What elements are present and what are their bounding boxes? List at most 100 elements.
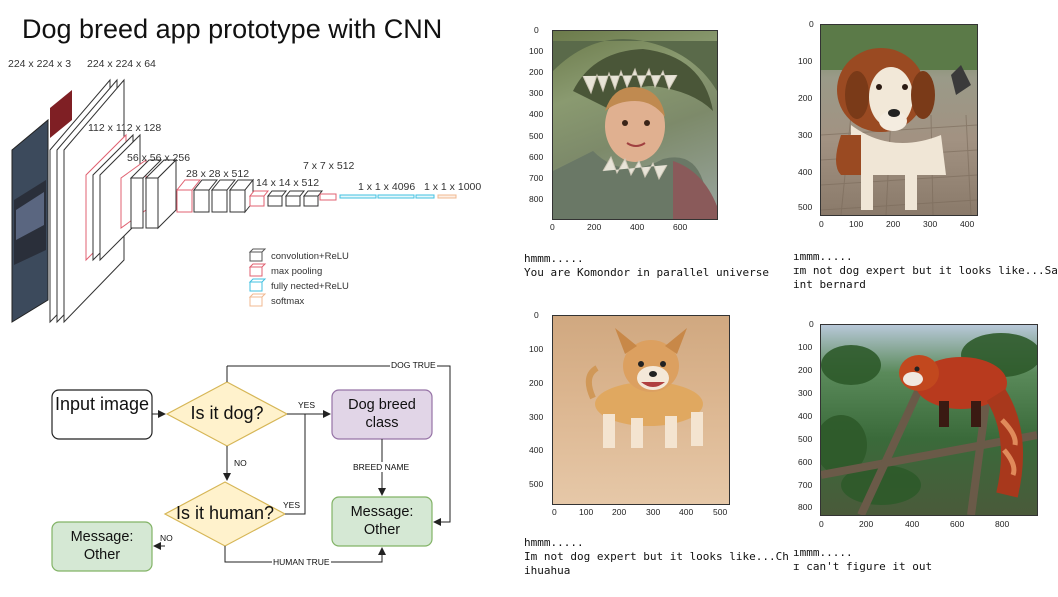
y-tick: 200 — [529, 67, 544, 77]
y-tick: 500 — [529, 131, 544, 141]
message-other-left-label: Message: Other — [70, 529, 134, 563]
y-tick: 200 — [529, 378, 544, 388]
y-tick: 600 — [529, 152, 544, 162]
cnn-layers-graphic — [11, 78, 457, 324]
dim-label-fc: 1 x 1 x 4096 — [358, 181, 416, 193]
y-tick: 500 — [529, 479, 544, 489]
x-tick: 500 — [713, 507, 728, 517]
y-tick: 300 — [529, 412, 544, 422]
x-tick: 300 — [646, 507, 661, 517]
x-tick: 0 — [550, 222, 555, 232]
y-tick: 0 — [534, 310, 539, 320]
x-tick: 400 — [960, 219, 975, 229]
x-tick: 600 — [673, 222, 688, 232]
result-panel-3: 0 100 200 300 400 500 0 100 200 300 400 … — [520, 307, 789, 587]
x-tick: 800 — [995, 519, 1010, 529]
message-other-right-box — [331, 496, 433, 547]
y-tick: 700 — [529, 173, 544, 183]
y-tick: 600 — [798, 457, 813, 467]
dim-label-input: 224 x 224 x 3 — [8, 58, 72, 70]
dim-label-conv5: 14 x 14 x 512 — [256, 177, 320, 189]
no-label-1: NO — [234, 458, 247, 468]
legend-fully-connected: fully nected+ReLU — [271, 281, 349, 292]
result-text-line: int bernard — [793, 278, 866, 291]
x-tick: 100 — [849, 219, 864, 229]
x-tick: 400 — [905, 519, 920, 529]
x-tick: 0 — [552, 507, 557, 517]
result-text-line: ɪm not dog expert but it looks like...Sa — [793, 264, 1058, 277]
input-image-label: Input image — [54, 394, 150, 414]
result-panel-4: 0 100 200 300 400 500 600 700 800 0 200 … — [793, 318, 1058, 588]
result-text-line: ɪ can't figure it out — [793, 560, 933, 573]
flowchart: Input image Is it dog? Dog breed class I… — [0, 350, 500, 590]
saint-bernard-image — [820, 24, 978, 216]
legend-convolution: convolution+ReLU — [271, 251, 349, 262]
dim-label-conv2: 112 x 112 x 128 — [88, 122, 162, 134]
y-tick: 400 — [798, 167, 813, 177]
no-label-2: NO — [160, 533, 173, 543]
y-tick: 500 — [798, 202, 813, 212]
result-panel-1: 0 100 200 300 400 500 600 700 800 0 200 … — [520, 22, 785, 292]
y-tick: 0 — [809, 319, 814, 329]
red-panda-graphic — [821, 333, 1037, 515]
result-panel-2: 0 100 200 300 400 500 0 100 200 300 400 … — [793, 18, 1058, 298]
y-tick: 800 — [529, 194, 544, 204]
y-tick: 200 — [798, 365, 813, 375]
x-tick: 400 — [679, 507, 694, 517]
dim-label-conv1: 224 x 224 x 64 — [87, 58, 156, 70]
y-tick: 0 — [809, 19, 814, 29]
y-tick: 100 — [798, 342, 813, 352]
legend-max-pooling: max pooling — [271, 266, 323, 277]
dim-label-conv3: 56 x 56 x 256 — [127, 152, 191, 164]
girl-crocodile-graphic — [553, 39, 717, 219]
saint-bernard-graphic — [821, 25, 977, 215]
breed-name-label: BREED NAME — [352, 462, 411, 472]
chihuahua-graphic — [585, 328, 703, 448]
is-dog-label: Is it dog? — [190, 403, 264, 423]
y-tick: 800 — [798, 502, 813, 512]
y-tick: 0 — [534, 25, 539, 35]
x-tick: 600 — [950, 519, 965, 529]
y-tick: 400 — [798, 411, 813, 421]
result-text-line: ımmm..... — [793, 546, 853, 559]
message-other-right-label: Message: Other — [350, 504, 414, 538]
dim-label-pool5: 7 x 7 x 512 — [303, 160, 355, 172]
yes-label-2: YES — [283, 500, 301, 510]
message-other-left-box — [51, 521, 153, 572]
yes-label-1: YES — [298, 400, 316, 410]
y-tick: 100 — [529, 46, 544, 56]
dim-label-conv4: 28 x 28 x 512 — [186, 168, 250, 180]
result-text-line: ımmm..... — [793, 250, 853, 263]
dog-breed-class-label: Dog breed class — [348, 397, 416, 431]
result-text-line: ihuahua — [524, 564, 571, 577]
y-tick: 400 — [529, 109, 544, 119]
cnn-architecture-diagram: 224 x 224 x 3 224 x 224 x 64 112 x 112 x… — [0, 50, 500, 330]
result-text-line: hmmm..... — [524, 252, 584, 265]
input-image-block — [11, 90, 72, 323]
is-human-label: Is it human? — [175, 503, 275, 523]
y-tick: 300 — [529, 88, 544, 98]
x-tick: 0 — [819, 219, 824, 229]
y-tick: 300 — [798, 130, 813, 140]
x-tick: 200 — [612, 507, 627, 517]
y-tick: 100 — [798, 56, 813, 66]
x-tick: 200 — [886, 219, 901, 229]
x-tick: 0 — [819, 519, 824, 529]
y-tick: 500 — [798, 434, 813, 444]
x-tick: 400 — [630, 222, 645, 232]
result-text-line: Im not dog expert but it looks like...Ch — [524, 550, 789, 563]
y-tick: 400 — [529, 445, 544, 455]
y-tick: 300 — [798, 388, 813, 398]
red-panda-image — [820, 324, 1038, 516]
x-tick: 100 — [579, 507, 594, 517]
x-tick: 200 — [587, 222, 602, 232]
page-title: Dog breed app prototype with CNN — [22, 14, 443, 44]
y-tick: 200 — [798, 93, 813, 103]
y-tick: 100 — [529, 344, 544, 354]
girl-crocodile-image — [552, 30, 718, 220]
dim-label-softmax: 1 x 1 x 1000 — [424, 181, 482, 193]
legend-icons — [248, 248, 267, 307]
human-true-label: HUMAN TRUE — [272, 557, 331, 567]
chihuahua-image — [552, 315, 730, 505]
flowchart-graphic — [51, 365, 451, 572]
